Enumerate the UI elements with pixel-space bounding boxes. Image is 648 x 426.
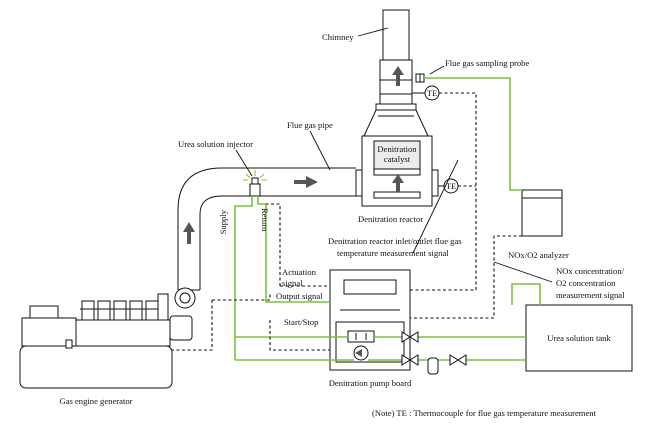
sampling-probe <box>415 73 425 83</box>
nox-signal-label-line3: measurement signal <box>556 290 625 300</box>
urea-supply-lines <box>234 77 541 361</box>
urea-injector-label: Urea solution injector <box>178 139 253 149</box>
analyzer-label: NOx/O2 analyzer <box>508 250 569 260</box>
temp-signal-label-line1: Denitration reactor inlet/outlet flue ga… <box>328 236 462 246</box>
chimney <box>375 9 417 111</box>
nox-o2-analyzer <box>521 189 563 237</box>
pump-board-pump <box>353 345 369 361</box>
temp-signal-label-line2: temperature measurement signal <box>337 248 449 258</box>
actuation-signal-label-line2: signal <box>282 278 303 288</box>
flue-gas-flow-arrow-vertical <box>183 222 195 244</box>
urea-tank-label: Urea solution tank <box>547 333 611 343</box>
start-stop-label: Start/Stop <box>284 317 318 327</box>
nox-signal-label-line1: NOx concentration/ <box>556 266 625 276</box>
denitration-reactor <box>355 109 439 207</box>
valve-upper <box>401 331 419 343</box>
reactor-label: Denitration reactor <box>358 214 423 224</box>
te-reactor-label: TE <box>446 181 457 191</box>
pump-board-label: Denitration pump board <box>329 378 412 388</box>
return-label: Return <box>260 208 270 232</box>
urea-injector <box>243 170 267 197</box>
sampling-probe-label: Flue gas sampling probe <box>445 58 529 68</box>
pump-board-flowmeter <box>347 330 375 343</box>
gas-engine-generator <box>19 287 196 389</box>
note-label: (Note) TE : Thermocouple for flue gas te… <box>372 408 597 418</box>
actuation-signal-label-line1: Actuation <box>282 267 317 277</box>
denitration-pump-board <box>329 269 411 371</box>
catalyst-label-line1: Denitration <box>377 144 417 154</box>
output-signal-label: Output signal <box>276 291 323 301</box>
supply-label: Supply <box>218 209 228 234</box>
te-top-label: TE <box>427 88 438 98</box>
strainer <box>427 357 439 375</box>
valve-lower-right <box>449 354 467 366</box>
urea-solution-tank <box>525 304 633 372</box>
generator-label: Gas engine generator <box>59 396 132 406</box>
catalyst-label-line2: catalyst <box>384 154 411 164</box>
flue-gas-pipe-label: Flue gas pipe <box>287 120 333 130</box>
valve-lower-left <box>401 354 419 366</box>
flue-gas-flow-arrow-horizontal <box>294 176 318 188</box>
chimney-flow-arrow <box>392 66 404 86</box>
nox-signal-label-line2: O2 concentration <box>556 278 616 288</box>
signal-lines <box>172 27 553 351</box>
reactor-flow-arrow <box>392 174 404 192</box>
chimney-label: Chimney <box>322 32 354 42</box>
